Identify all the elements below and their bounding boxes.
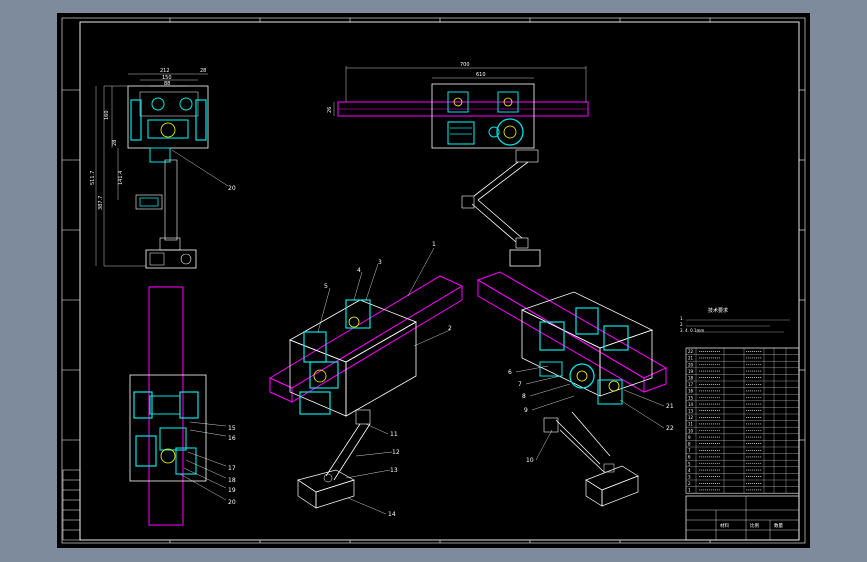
callout-iso-14: 14: [388, 511, 396, 518]
parts-table-row-number: 9: [688, 435, 691, 440]
isometric-view-right: 6 7 8 9 10 21 22: [476, 271, 674, 507]
parts-table-row-number: 19: [688, 369, 694, 374]
dim-left-387: 387.7: [98, 196, 104, 210]
parts-table-row-number: 10: [688, 428, 694, 433]
callout-plan-17: 17: [228, 465, 236, 472]
callout-iso-12: 12: [392, 449, 400, 456]
title-scale-label: 比例: [750, 522, 759, 529]
dim-left-141: 141.4: [118, 171, 124, 185]
parts-table-row-number: 12: [688, 415, 694, 420]
parts-table-row-number: 17: [688, 382, 694, 387]
callout-iso-6: 6: [508, 369, 512, 376]
parts-table-row-number: 11: [688, 422, 694, 427]
parts-table-row-number: 20: [688, 362, 694, 367]
dim-top-26: 26: [327, 107, 333, 113]
plan-view: 15 16 17 18 19 20: [129, 286, 236, 526]
parts-table-row-number: 1: [688, 488, 691, 493]
callout-iso-4: 4: [357, 267, 361, 274]
callout-plan-16: 16: [228, 435, 236, 442]
parts-table-row-number: 7: [688, 448, 691, 453]
dim-top-610: 610: [476, 72, 486, 78]
parts-table-row-number: 4: [688, 468, 691, 473]
dim-top-700: 700: [460, 62, 470, 68]
callout-iso-8: 8: [522, 393, 526, 400]
parts-table-row-number: 21: [688, 356, 694, 361]
top-front-view: 700 610 26: [327, 62, 589, 267]
notes-title: 技术要求: [708, 307, 728, 314]
parts-table-row-number: 2: [688, 481, 691, 486]
callout-iso-22: 22: [666, 425, 674, 432]
parts-table-row-number: 5: [688, 461, 691, 466]
callout-iso-11: 11: [390, 431, 398, 438]
title-material-label: 材料: [720, 522, 729, 529]
parts-table-row-number: 6: [688, 455, 691, 460]
isometric-view-left: 1 2 3 4 5 11 12 13 14: [268, 241, 464, 518]
dim-left-160: 160: [104, 110, 110, 120]
callout-iso-5: 5: [324, 283, 328, 290]
callout-iso-7: 7: [518, 381, 522, 388]
callout-iso-3: 3: [378, 259, 382, 266]
dim-left-511: 511.7: [90, 171, 96, 185]
revision-block: [62, 469, 81, 541]
callout-iso-9: 9: [524, 407, 528, 414]
sheet-inner-border: [79, 21, 800, 541]
callout-iso-2: 2: [448, 325, 452, 332]
parts-table-row-number: 22: [688, 349, 694, 354]
parts-table-row-number: 18: [688, 376, 694, 381]
callout-iso-1: 1: [432, 241, 436, 248]
parts-table-row-number: 15: [688, 395, 694, 400]
notes-line-3: 3. 4. 0.1mm: [680, 328, 704, 333]
parts-table-row-number: 8: [688, 442, 691, 447]
left-side-view: 212 150 88 28 160 28 141.4 511.7 387.7 2…: [90, 68, 236, 269]
title-qty-label: 数量: [774, 522, 783, 529]
drawing-sheet: [57, 13, 810, 548]
callout-iso-21: 21: [666, 403, 674, 410]
dim-left-150: 150: [162, 75, 172, 81]
callout-plan-19: 19: [228, 487, 236, 494]
parts-table-row-number: 16: [688, 389, 694, 394]
dim-left-88: 88: [164, 81, 170, 87]
callout-plan-18: 18: [228, 477, 236, 484]
notes-line-1: 1.: [680, 316, 684, 321]
parts-table-row-number: 14: [688, 402, 694, 407]
callout-plan-20: 20: [228, 499, 236, 506]
parts-table-row-number: 3: [688, 475, 691, 480]
callout-iso-13: 13: [390, 467, 398, 474]
dim-left-28: 28: [200, 68, 206, 74]
title-block: 比例 材料 数量: [685, 495, 800, 541]
callout-left-20: 20: [228, 185, 236, 192]
parts-table-row-number: 13: [688, 409, 694, 414]
technical-notes: 技术要求 1. 2. 3. 4. 0.1mm: [680, 307, 790, 333]
callout-plan-15: 15: [228, 425, 236, 432]
sheet-outer-border: [61, 17, 806, 544]
dim-left-28b: 28: [112, 140, 118, 146]
dim-left-212: 212: [160, 68, 170, 74]
callout-iso-10: 10: [526, 457, 534, 464]
notes-line-2: 2.: [680, 322, 684, 327]
zone-markers: [62, 18, 805, 543]
